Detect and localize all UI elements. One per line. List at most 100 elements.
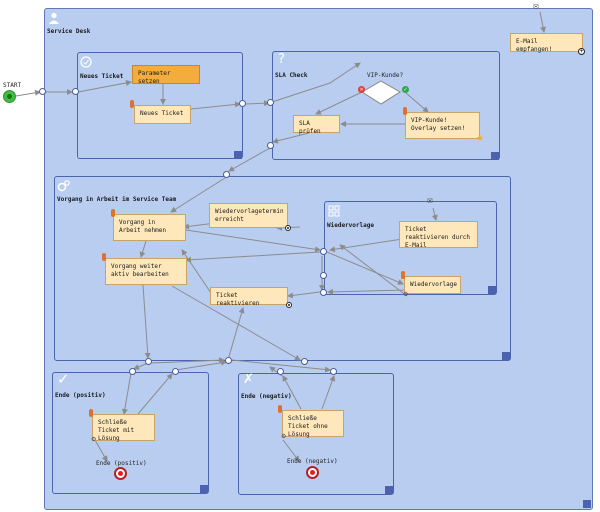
edge — [272, 132, 310, 144]
gear-small-icon: ⚙ — [91, 436, 97, 443]
gear-small-icon: ⚙ — [403, 291, 409, 298]
start-label: START — [3, 82, 22, 89]
flow-node[interactable] — [225, 357, 232, 364]
hand-icon — [111, 209, 115, 217]
edge — [77, 79, 132, 93]
flow-node[interactable] — [301, 358, 308, 365]
edge — [405, 92, 429, 113]
edge — [327, 288, 408, 295]
question-icon: ? — [278, 52, 285, 67]
edge — [339, 244, 408, 297]
flow-node[interactable] — [320, 272, 327, 279]
lane-service-desk-title: Service Desk — [47, 28, 91, 35]
edge — [185, 251, 321, 263]
lane-sla-check-title: SLA Check — [275, 72, 308, 79]
edge — [175, 359, 227, 371]
task-vip-overlay[interactable]: VIP-Kunde! Overlay setzen! — [405, 112, 480, 139]
task-parameter-setzen[interactable]: Parameter setzen — [132, 65, 200, 85]
flow-node[interactable] — [239, 100, 246, 107]
task-neues-ticket[interactable]: Neues Ticket — [134, 105, 191, 124]
vip-gateway[interactable] — [361, 80, 401, 106]
lane-corner-marker — [234, 151, 242, 159]
flow-node[interactable] — [330, 368, 337, 375]
flow-node[interactable] — [320, 289, 327, 296]
lane-corner-marker — [502, 352, 510, 360]
edge — [287, 291, 321, 299]
end-positiv-label: Ende (positiv) — [96, 460, 147, 467]
edge — [539, 11, 546, 33]
lane-neues-ticket-title: Neues Ticket — [80, 73, 124, 80]
task-email-empfangen[interactable]: E-Mail empfangen! — [510, 33, 583, 53]
task-ticket-reaktivieren-email[interactable]: Ticket reaktivieren durch E-Mail — [399, 221, 478, 249]
lane-corner-marker — [491, 152, 499, 160]
edge — [170, 177, 226, 213]
lane-corner-marker — [200, 485, 208, 493]
envelope-icon: ✉ — [533, 3, 539, 11]
flow-node[interactable] — [145, 358, 152, 365]
edge — [151, 357, 225, 364]
edge — [171, 285, 301, 361]
lane-corner-marker — [488, 286, 496, 294]
task-vorgang-nehmen[interactable]: Vorgang in Arbeit nehmen — [113, 214, 186, 241]
cross-tools-icon: ✗ — [243, 372, 254, 387]
edge — [228, 147, 271, 172]
hand-icon — [102, 253, 106, 261]
hand-icon — [278, 405, 282, 413]
flow-node[interactable] — [72, 88, 79, 95]
lane-corner-marker — [583, 500, 591, 508]
hand-icon — [401, 271, 405, 279]
edge — [121, 372, 132, 415]
flow-node[interactable] — [267, 99, 274, 106]
plus-circle-icon: + — [578, 48, 585, 55]
edge — [137, 373, 173, 415]
check-circle-icon: ✓ — [402, 86, 409, 93]
task-schliesse-ohne[interactable]: Schließe Ticket ohne Lösung — [282, 410, 344, 438]
hand-icon — [130, 100, 134, 108]
edge — [431, 207, 438, 221]
edge — [15, 89, 41, 97]
envelope-icon: ✉ — [427, 197, 433, 205]
hand-icon — [89, 409, 93, 417]
task-wiedervorlage[interactable]: Wiedervorlage — [404, 276, 461, 294]
lane-corner-marker — [385, 486, 393, 494]
edge — [185, 229, 321, 253]
task-wiedervorlagetermin[interactable]: Wiedervorlagetermin erreicht — [209, 203, 288, 228]
grid-icon — [328, 205, 340, 217]
gears-icon — [57, 180, 70, 192]
hand-icon — [403, 107, 407, 115]
task-sla-pruefen[interactable]: SLA prüfen — [293, 115, 340, 135]
edge — [282, 439, 300, 462]
task-vorgang-weiter[interactable]: Vorgang weiter aktiv bearbeiten — [105, 258, 187, 285]
user-icon — [49, 12, 59, 24]
edge — [94, 439, 108, 462]
lane-wiedervorlage-title: Wiedervorlage — [327, 222, 374, 229]
task-schliesse-loesung[interactable]: Schließe Ticket mit Lösung — [92, 414, 155, 442]
lane-ende-negativ-title: Ende (negativ) — [241, 393, 292, 400]
edge — [245, 100, 270, 107]
edge — [271, 62, 361, 103]
end-event-positiv[interactable] — [114, 467, 127, 480]
end-negativ-label: Ende (negativ) — [287, 458, 338, 465]
flow-node[interactable] — [267, 142, 274, 149]
flow-node[interactable] — [223, 171, 230, 178]
flow-node[interactable] — [172, 368, 179, 375]
flow-node[interactable] — [39, 88, 46, 95]
flow-node[interactable] — [320, 248, 327, 255]
start-event[interactable] — [3, 90, 16, 103]
edge — [231, 359, 331, 373]
flow-node[interactable] — [277, 368, 284, 375]
edge — [227, 307, 245, 361]
edge — [181, 249, 212, 294]
task-ticket-reaktivieren[interactable]: Ticket reaktivieren — [210, 287, 288, 307]
star-icon: ★ — [476, 134, 485, 144]
end-event-negativ[interactable] — [306, 466, 319, 479]
check-icon: ✓ — [57, 370, 70, 388]
x-icon: × — [358, 86, 365, 93]
edge — [321, 375, 336, 410]
target-icon — [285, 225, 291, 231]
gear-small-icon: ⚙ — [281, 433, 287, 440]
flow-node[interactable] — [129, 368, 136, 375]
refresh-icon — [80, 56, 92, 68]
target-icon — [286, 302, 292, 308]
edge — [190, 101, 241, 110]
